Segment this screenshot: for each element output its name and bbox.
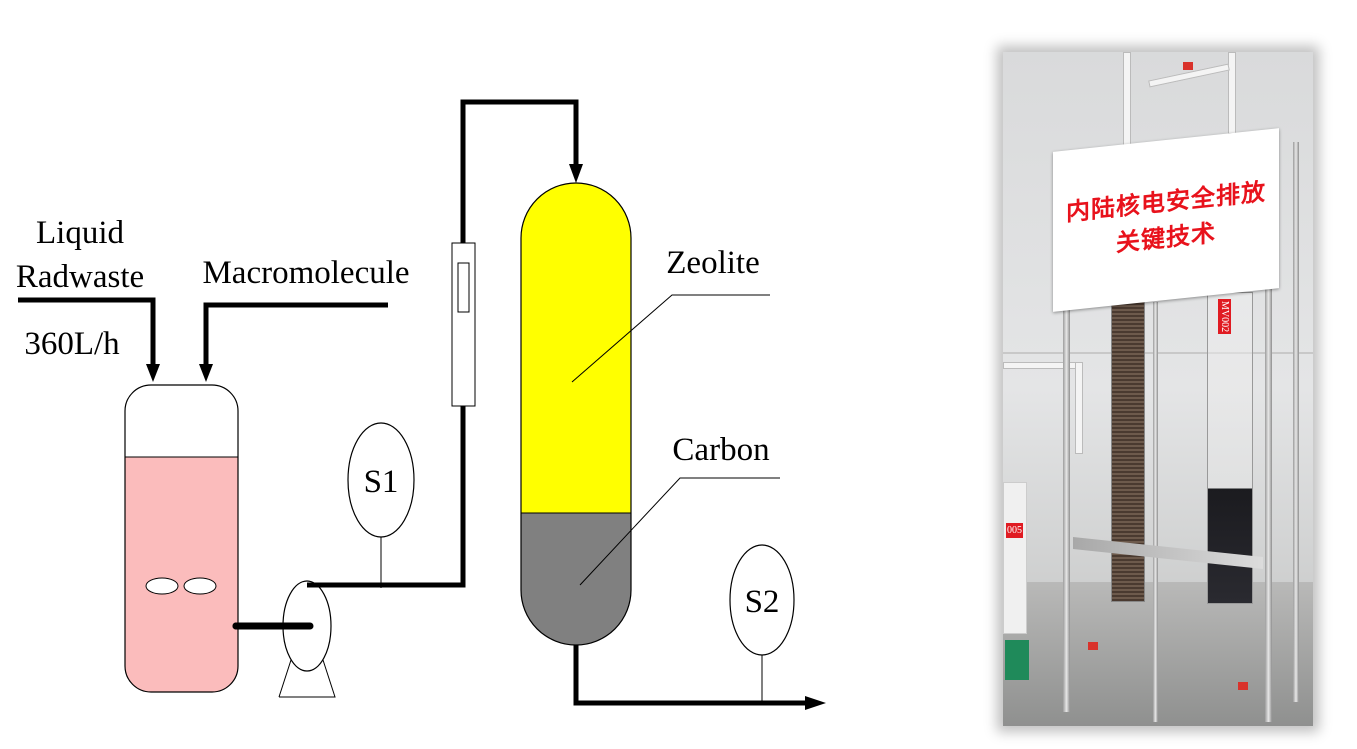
sampler-s1-label: S1 <box>364 464 399 500</box>
carbon-column: MV002 <box>1207 292 1253 604</box>
frame-post <box>1265 282 1272 722</box>
frame-post <box>1153 302 1158 722</box>
liquid-inlet-line <box>18 297 160 382</box>
zeolite-column <box>1111 300 1145 602</box>
impeller-blade-icon <box>183 577 217 595</box>
white-tank: 005 <box>1003 482 1027 634</box>
sign-board: 内陆核电安全排放 关键技术 <box>1053 128 1279 312</box>
flowmeter-icon <box>451 242 476 407</box>
carbon-leader-line <box>579 477 780 586</box>
liquid-label-line1: Liquid <box>36 215 124 251</box>
zeolite-bed <box>521 183 631 513</box>
equipment-photo: 005 MV002 内陆核电安全排放 关键技术 <box>1003 52 1313 726</box>
valve <box>1183 62 1193 70</box>
pump-icon <box>232 580 336 698</box>
macromolecule-inlet-line <box>199 302 388 382</box>
column-tag: MV002 <box>1218 299 1231 335</box>
floor <box>1003 582 1313 726</box>
carbon-label: Carbon <box>672 432 769 468</box>
carbon-bed <box>521 513 631 645</box>
green-bottle <box>1005 640 1029 680</box>
zeolite-label: Zeolite <box>666 245 759 281</box>
sampler-s2-label: S2 <box>745 584 780 620</box>
pipe <box>1075 362 1083 454</box>
pipe <box>1228 52 1236 134</box>
liquid-label-line2: Radwaste <box>16 259 144 295</box>
macromolecule-label: Macromolecule <box>202 255 409 291</box>
outlet-pipe <box>573 645 826 710</box>
sampler-s2 <box>729 544 795 703</box>
frame-post <box>1293 142 1299 702</box>
valve <box>1088 642 1098 650</box>
pipe <box>1123 52 1131 154</box>
feed-pipe <box>307 99 583 588</box>
wall-trim <box>1003 352 1313 354</box>
tank-tag: 005 <box>1006 523 1023 538</box>
sampler-s1 <box>347 422 415 588</box>
valve <box>1238 682 1248 690</box>
process-flow-diagram: Liquid Radwaste 360L/h Macromolecule <box>16 99 826 710</box>
frame-post <box>1063 292 1070 712</box>
flow-rate-label: 360L/h <box>24 326 120 362</box>
zeolite-leader-line <box>571 294 770 383</box>
impeller-blade-icon <box>145 577 179 595</box>
adsorption-column <box>520 182 632 646</box>
mixing-tank <box>124 384 239 693</box>
